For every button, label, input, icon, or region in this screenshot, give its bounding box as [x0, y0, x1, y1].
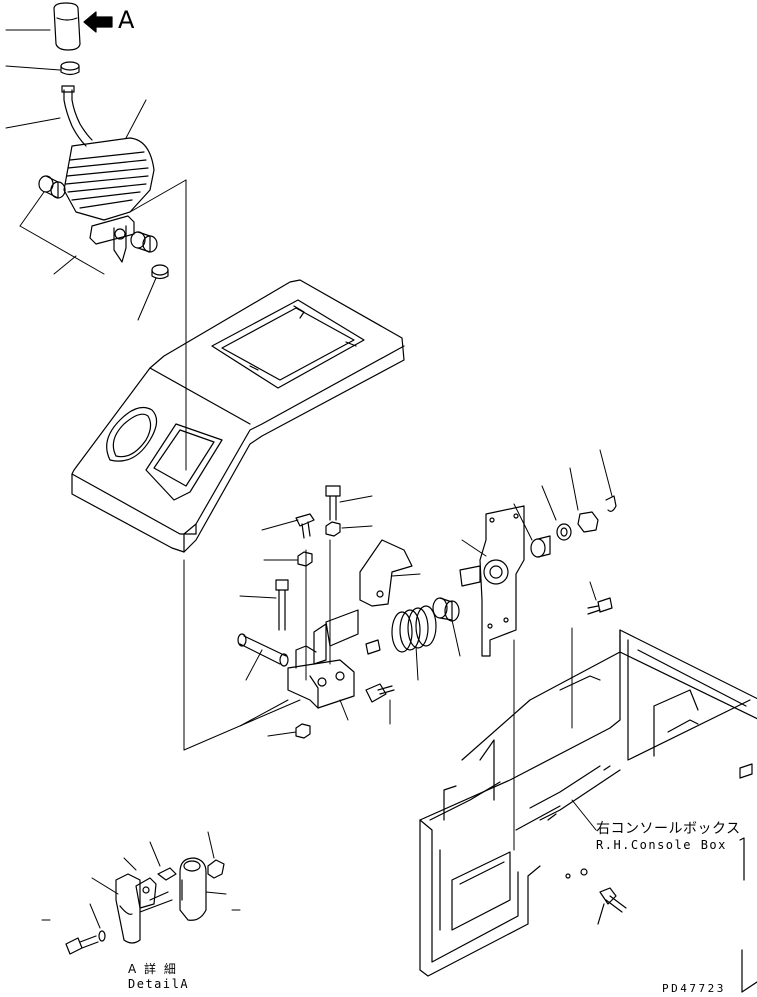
- long-bolt: [276, 580, 288, 630]
- detail-label-jp: A 詳 細: [128, 962, 178, 976]
- detail-label-en: DetailA: [128, 977, 190, 991]
- console-box: [420, 630, 757, 992]
- console-label-jp: 右コンソールボックス: [596, 821, 741, 837]
- bushing-right: [131, 232, 157, 252]
- lever-plate: [314, 610, 358, 664]
- detail-a: [66, 858, 224, 954]
- rubber-boot: [64, 138, 154, 220]
- console-label-en: R.H.Console Box: [596, 838, 727, 852]
- pin: [238, 634, 288, 666]
- bolt-console: [598, 888, 626, 924]
- nut-bottom: [296, 724, 310, 738]
- connection-lines: [184, 540, 572, 850]
- lever-rod: [62, 86, 92, 146]
- flange-bolt: [366, 684, 394, 702]
- collar: [433, 598, 459, 621]
- bracket-arm: [360, 540, 412, 606]
- spring: [392, 606, 436, 652]
- view-arrow-a: [84, 12, 112, 32]
- mounting-bracket: [460, 506, 524, 656]
- nut-mid: [298, 552, 312, 566]
- console-top-panel: [72, 280, 404, 552]
- washer-small: [152, 265, 168, 279]
- small-bolt: [366, 640, 380, 654]
- bushing-stack: [531, 496, 616, 557]
- leader-lines-middle: [240, 450, 612, 830]
- nut-small: [61, 62, 79, 75]
- leader-lines-upper: [6, 30, 186, 470]
- bolt-top: [326, 486, 340, 520]
- t-bolt: [296, 514, 314, 538]
- nut-top: [326, 522, 340, 536]
- clevis-bracket: [288, 646, 354, 708]
- lever-bracket: [90, 216, 134, 262]
- leader-lines-detail: [42, 832, 240, 928]
- view-arrow-label: A: [118, 6, 135, 34]
- bushing-left: [39, 176, 65, 198]
- bolt-right: [588, 598, 612, 614]
- lever-knob: [54, 3, 80, 50]
- drawing-number: PD47723: [662, 982, 726, 995]
